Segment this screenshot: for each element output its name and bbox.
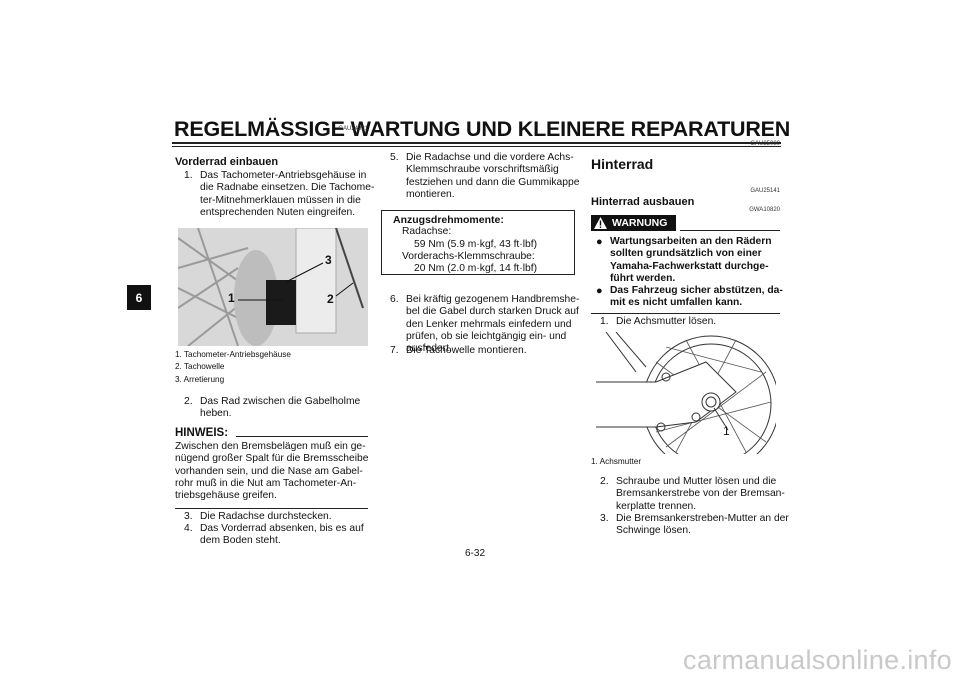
subsection-heading: Hinterrad ausbauen [591,196,695,208]
warning-triangle-icon [594,217,607,229]
step-number: 2. [600,476,609,487]
step-number: 3. [600,513,609,524]
section-heading: Hinterrad [591,156,654,172]
torque-spec-box: Anzugsdrehmomente: Radachse: 59 Nm (5.9 … [381,210,575,275]
step-text: Die Achsmutter lösen. [616,316,717,327]
step-text: Die Bremsankerstreben-Mutter an der Schw… [616,513,789,537]
figure-captions: 1. Tachometer-Antriebsgehäuse 2. Tachowe… [175,350,291,384]
torque-heading: Anzugsdrehmomente: [393,214,504,226]
chapter-tab[interactable]: 6 [127,285,151,310]
warning-rule [680,230,780,231]
step-number: 4. [184,523,193,534]
step-2: 2. Schraube und Mutter lösen und die Bre… [600,476,785,513]
step-3: 3. Die Radachse durchstecken. [184,511,332,523]
step-number: 7. [390,345,399,356]
title-rule [172,142,781,144]
callout-3: 3 [325,253,332,267]
front-wheel-photo: 1 2 3 [177,227,368,347]
step-text: Das Tachometer-Antriebsgehäuse in die Ra… [200,170,375,218]
title-rule-thin [172,146,781,147]
note-heading: HINWEIS: [175,427,229,439]
step-7: 7. Die Tachowelle montieren. [390,345,527,357]
step-number: 1. [600,316,609,327]
callout-1: 1 [723,424,730,438]
page-title: REGELMÄSSIGE WARTUNG UND KLEINERE REPARA… [174,117,791,141]
rear-wheel-illustration: 1 [596,331,780,473]
step-text: Die Radachse durchstecken. [200,511,332,522]
warning-badge: WARNUNG [591,215,676,231]
note-text: Zwischen den Bremsbelägen muß ein ge- nü… [175,441,369,502]
step-5: 5. Die Radachse und die vordere Achs- Kl… [390,152,579,201]
step-text: Das Vorderrad absenken, bis es auf dem B… [200,523,364,547]
warning-text: Das Fahrzeug sicher abstützen, da- mit e… [610,285,783,309]
bullet-icon: ● [596,285,603,297]
torque-item-1-label: Radachse: [402,226,452,238]
warning-end-rule [591,313,780,314]
step-text: Bei kräftig gezogenem Handbremshe- bel d… [406,294,580,355]
step-number: 2. [184,396,193,407]
note-rule [236,436,368,437]
step-6: 6. Bei kräftig gezogenem Handbremshe- be… [390,294,579,355]
callout-2: 2 [327,292,334,306]
section-code: GAU24921 [338,126,368,132]
torque-item-1-value: 59 Nm (5.9 m·kgf, 43 ft·lbf) [414,238,538,250]
section-code: GAU25080 [750,141,780,147]
step-2: 2. Das Rad zwischen die Gabelholme heben… [184,396,360,421]
step-number: 1. [184,170,193,181]
step-1: 1. Die Achsmutter lösen. [600,316,716,328]
figure-caption: 1. Achsmutter [591,457,642,466]
warning-code: GWA10820 [749,207,780,213]
warning-item: ● Wartungsarbeiten an den Rädern sollten… [596,236,772,285]
step-1: 1. Das Tachometer-Antriebsgehäuse in die… [184,170,374,219]
step-3: 3. Die Bremsankerstreben-Mutter an der S… [600,513,789,538]
step-number: 5. [390,152,399,163]
page-number: 6-32 [465,548,486,559]
subsection-code: GAU25141 [750,188,780,194]
warning-label: WARNUNG [612,217,668,229]
torque-item-2-value: 20 Nm (2.0 m·kgf, 14 ft·lbf) [414,263,538,275]
step-text: Schraube und Mutter lösen und die Bremsa… [616,476,785,512]
warning-text: Wartungsarbeiten an den Rädern sollten g… [610,236,772,284]
step-number: 6. [390,294,399,305]
step-text: Das Rad zwischen die Gabelholme heben. [200,396,361,420]
warning-item: ● Das Fahrzeug sicher abstützen, da- mit… [596,285,783,310]
step-4: 4. Das Vorderrad absenken, bis es auf de… [184,523,364,548]
section-heading: Vorderrad einbauen [175,156,279,168]
step-text: Die Tachowelle montieren. [406,345,527,356]
torque-item-2-label: Vorderachs-Klemmschraube: [402,250,535,262]
bullet-icon: ● [596,236,603,248]
watermark: carmanualsonline.info [683,645,952,675]
note-end-rule [175,508,368,509]
callout-1: 1 [228,291,235,305]
step-number: 3. [184,511,193,522]
step-text: Die Radachse und die vordere Achs- Klemm… [406,152,580,200]
